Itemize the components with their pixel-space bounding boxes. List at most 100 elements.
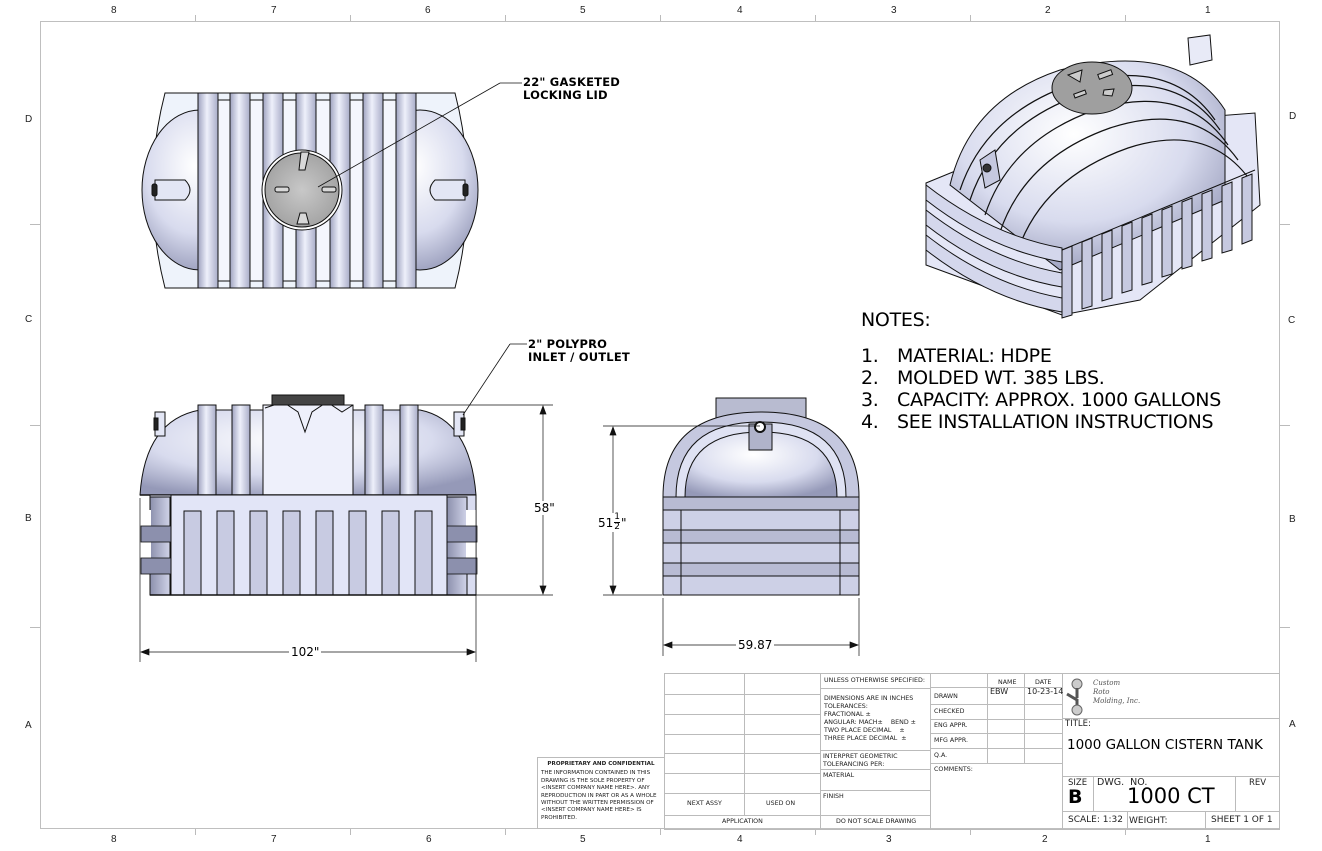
mfg-appr-label: MFG APPR. xyxy=(934,737,968,744)
zone-label-left-A: A xyxy=(25,720,32,731)
dwg-no-value: 1000 CT xyxy=(1127,784,1215,808)
application-label: APPLICATION xyxy=(722,818,763,825)
rev-label: REV xyxy=(1249,778,1267,788)
zone-label-bottom-6: 6 xyxy=(426,834,432,845)
notes-block: NOTES: 1.MATERIAL: HDPE 2.MOLDED WT. 385… xyxy=(861,309,1221,433)
zone-label-bottom-3: 3 xyxy=(886,834,892,845)
dimension-side-length: 102" xyxy=(289,645,322,659)
note-item: 2.MOLDED WT. 385 LBS. xyxy=(861,367,1105,389)
fraction-numerator: 1 xyxy=(614,512,621,523)
end-view xyxy=(603,397,860,656)
zone-tick xyxy=(660,829,661,835)
unless-specified-label: UNLESS OTHERWISE SPECIFIED: xyxy=(824,677,925,684)
zone-tick xyxy=(195,15,196,21)
zone-label-right-B: B xyxy=(1289,514,1296,525)
company-name: Custom Roto Molding, Inc. xyxy=(1093,679,1141,705)
checked-label: CHECKED xyxy=(934,708,965,715)
zone-label-bottom-2: 2 xyxy=(1042,834,1048,845)
comments-label: COMMENTS: xyxy=(934,766,973,773)
zone-label-bottom-1: 1 xyxy=(1205,834,1211,845)
drawn-label: DRAWN xyxy=(934,693,958,700)
zone-label-right-C: C xyxy=(1288,315,1296,326)
zone-label-top-2: 2 xyxy=(1045,5,1051,16)
callout-lid: 22" GASKETED LOCKING LID xyxy=(523,76,620,102)
zone-label-top-4: 4 xyxy=(737,5,743,16)
zone-tick xyxy=(1125,829,1126,835)
zone-label-left-D: D xyxy=(25,114,33,125)
dimension-end-width: 59.87 xyxy=(736,638,775,652)
callout-inlet: 2" POLYPRO INLET / OUTLET xyxy=(528,338,630,364)
scale-label: SCALE: 1:32 xyxy=(1068,815,1123,825)
zone-tick xyxy=(350,829,351,835)
size-label: SIZE xyxy=(1068,778,1088,788)
sheet-label: SHEET 1 OF 1 xyxy=(1211,815,1273,825)
notes-title: NOTES: xyxy=(861,309,931,331)
date-header: DATE xyxy=(1035,679,1052,686)
zone-label-right-D: D xyxy=(1289,111,1297,122)
callout-lid-line2: LOCKING LID xyxy=(523,88,608,102)
dimension-end-height: 51 1 2 " xyxy=(596,513,629,532)
do-not-scale-label: DO NOT SCALE DRAWING xyxy=(836,818,917,825)
zone-label-right-A: A xyxy=(1289,719,1296,730)
zone-tick xyxy=(970,829,971,835)
eng-appr-label: ENG APPR. xyxy=(934,722,968,729)
zone-label-top-5: 5 xyxy=(580,5,586,16)
callout-lid-line1: 22" GASKETED xyxy=(523,75,621,89)
interpret-geometric-label: INTERPRET GEOMETRIC TOLERANCING PER: xyxy=(823,753,898,768)
top-view xyxy=(141,82,522,289)
side-view xyxy=(139,343,553,662)
zone-tick xyxy=(970,15,971,21)
proprietary-heading: PROPRIETARY AND CONFIDENTIAL xyxy=(547,761,655,767)
zone-label-bottom-4: 4 xyxy=(737,834,743,845)
name-header: NAME xyxy=(998,679,1017,686)
zone-tick xyxy=(505,15,506,21)
weight-label: WEIGHT: xyxy=(1129,816,1168,826)
zone-tick xyxy=(1280,425,1290,426)
dimension-end-height-unit: " xyxy=(621,515,627,530)
proprietary-block: PROPRIETARY AND CONFIDENTIAL THE INFORMA… xyxy=(537,757,664,829)
note-item: 4.SEE INSTALLATION INSTRUCTIONS xyxy=(861,411,1214,433)
fraction-denominator: 2 xyxy=(614,522,621,532)
zone-label-bottom-8: 8 xyxy=(111,834,117,845)
note-item: 3.CAPACITY: APPROX. 1000 GALLONS xyxy=(861,389,1221,411)
note-item: 1.MATERIAL: HDPE xyxy=(861,345,1052,367)
zone-tick xyxy=(815,15,816,21)
proprietary-body: THE INFORMATION CONTAINED IN THIS DRAWIN… xyxy=(541,770,657,821)
zone-label-bottom-5: 5 xyxy=(580,834,586,845)
qa-label: Q.A. xyxy=(934,752,948,759)
zone-tick xyxy=(1125,15,1126,21)
zone-label-left-B: B xyxy=(25,513,32,524)
zone-label-bottom-7: 7 xyxy=(271,834,277,845)
zone-tick xyxy=(660,15,661,21)
zone-tick xyxy=(30,627,40,628)
zone-tick xyxy=(1280,224,1290,225)
isometric-view xyxy=(925,34,1261,319)
drawing-title: 1000 GALLON CISTERN TANK xyxy=(1067,737,1263,753)
zone-tick xyxy=(1280,627,1290,628)
callout-inlet-line2: INLET / OUTLET xyxy=(528,350,630,364)
zone-label-left-C: C xyxy=(25,314,33,325)
zone-label-top-1: 1 xyxy=(1205,5,1211,16)
drawn-date: 10-23-14 xyxy=(1027,687,1064,696)
callout-inlet-line1: 2" POLYPRO xyxy=(528,337,608,351)
used-on-label: USED ON xyxy=(766,800,796,807)
zone-label-top-6: 6 xyxy=(425,5,431,16)
zone-tick xyxy=(195,829,196,835)
finish-label: FINISH xyxy=(823,793,844,800)
dimension-end-height-whole: 51 xyxy=(598,515,614,530)
material-label: MATERIAL xyxy=(823,772,855,779)
zone-label-top-7: 7 xyxy=(271,5,277,16)
zone-tick xyxy=(30,224,40,225)
zone-tick xyxy=(505,829,506,835)
company-logo: Custom Roto Molding, Inc. xyxy=(1063,676,1163,716)
dimension-side-height: 58" xyxy=(532,501,557,515)
zone-tick xyxy=(350,15,351,21)
zone-tick xyxy=(815,829,816,835)
title-label: TITLE: xyxy=(1065,719,1091,729)
dwg-no-label: DWG. NO. xyxy=(1097,777,1148,788)
logo-icon xyxy=(1066,678,1083,716)
zone-tick xyxy=(30,425,40,426)
next-assy-label: NEXT ASSY xyxy=(687,800,722,807)
